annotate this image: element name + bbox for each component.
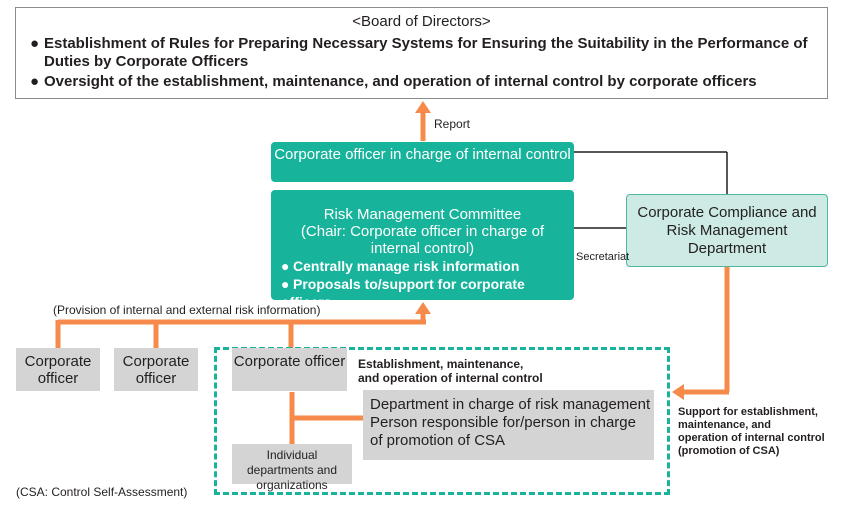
board-item: ● Establishment of Rules for Preparing N… — [30, 35, 817, 71]
individual-departments-box: Individual departments and organizations — [232, 444, 352, 492]
committee-item: ●Centrally manage risk information — [271, 257, 574, 275]
support-arrowhead — [672, 384, 684, 400]
risk-management-committee-box: Risk Management Committee (Chair: Corpor… — [271, 190, 574, 310]
corporate-officer-box: Corporate officer — [232, 348, 347, 391]
report-arrowhead — [415, 101, 431, 113]
bullet-icon: ● — [30, 73, 40, 90]
risk-department-line: of promotion of CSA — [370, 432, 506, 449]
provision-arrowhead — [415, 302, 431, 314]
bullet-icon: ● — [281, 258, 290, 274]
risk-department-line: Department in charge of risk management — [370, 396, 651, 413]
establishment-label-line: and operation of internal control — [358, 371, 543, 385]
committee-item-text: Centrally manage risk information — [293, 258, 520, 274]
committee-item: ●Proposals to/support for corporate offi… — [271, 275, 574, 311]
provision-label: (Provision of internal and external risk… — [53, 303, 321, 317]
corporate-officer-box: Corporate officer — [16, 348, 100, 391]
footnote: (CSA: Control Self-Assessment) — [16, 485, 188, 499]
board-of-directors-box: <Board of Directors> ● Establishment of … — [15, 7, 828, 99]
establishment-label-line: Establishment, maintenance, — [358, 357, 524, 371]
committee-chair: (Chair: Corporate officer in charge of i… — [300, 223, 545, 257]
report-label: Report — [434, 117, 471, 131]
corporate-officer-box: Corporate officer — [114, 348, 198, 391]
committee-title: Risk Management Committee — [323, 206, 522, 223]
bullet-icon: ● — [30, 35, 40, 52]
committee-item-text: Proposals to/support for corporate offic… — [281, 276, 525, 310]
secretariat-label: Secretariat — [576, 251, 630, 263]
board-title: <Board of Directors> — [352, 13, 491, 30]
support-label-line: operation of internal control — [678, 432, 825, 444]
officer-internal-control-box: Corporate officer in charge of internal … — [271, 142, 574, 182]
support-label-line: maintenance, and — [678, 419, 771, 431]
support-label-line: Support for establishment, — [678, 406, 818, 418]
support-label-line: (promotion of CSA) — [678, 445, 780, 457]
board-item-text: Establishment of Rules for Preparing Nec… — [44, 35, 808, 70]
risk-department-line: Person responsible for/person in charge — [370, 414, 636, 431]
board-item: ● Oversight of the establishment, mainte… — [30, 73, 817, 91]
internal-control-dashed-area — [214, 347, 670, 495]
risk-department-box: Department in charge of risk management … — [363, 390, 654, 460]
board-item-text: Oversight of the establishment, maintena… — [44, 73, 757, 90]
bullet-icon: ● — [281, 276, 290, 292]
compliance-department-box: Corporate Compliance and Risk Management… — [626, 194, 828, 267]
